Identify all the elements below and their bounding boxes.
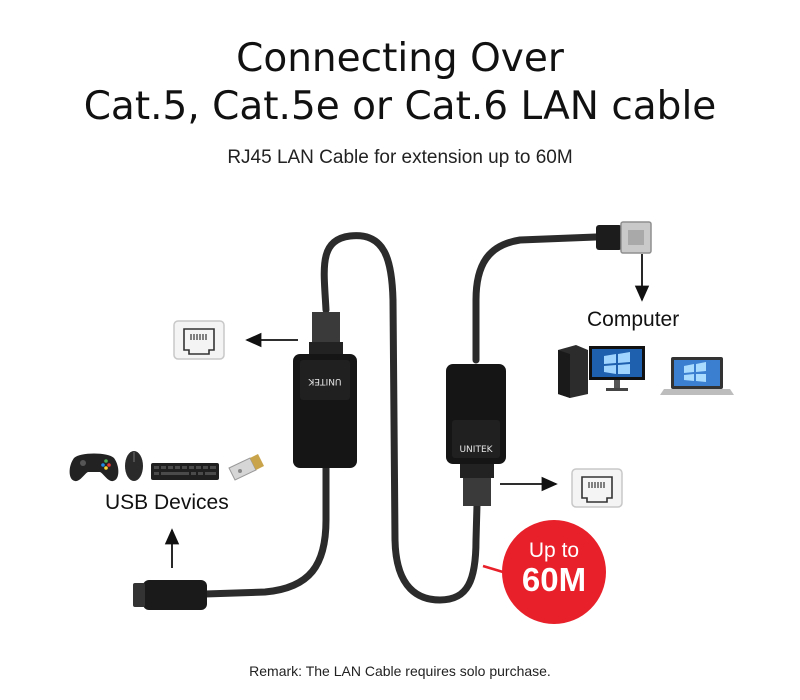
lan-port-icon xyxy=(173,320,225,360)
lan-cable xyxy=(320,232,481,604)
usb-flash-drive-icon xyxy=(228,454,264,481)
keyboard-icon xyxy=(151,463,219,480)
computer-label: Computer xyxy=(587,308,680,331)
badge-line-2: 60M xyxy=(521,561,587,598)
badge-line-1: Up to xyxy=(528,539,580,562)
lan-port-icon xyxy=(571,468,623,508)
gamepad-icon xyxy=(69,453,119,482)
distance-badge xyxy=(482,520,606,624)
title-line-1: Connecting Over xyxy=(236,36,564,81)
rj45-plug-icon xyxy=(309,312,343,354)
mouse-icon xyxy=(125,451,143,481)
title-line-2: Cat.5, Cat.5e or Cat.6 LAN cable xyxy=(83,84,717,129)
extender-adapter-left: UNITEK xyxy=(293,354,357,468)
desktop-pc-icon xyxy=(558,345,645,398)
usb-devices-label: USB Devices xyxy=(105,491,229,514)
brand-label-left: UNITEK xyxy=(307,376,341,386)
usb-cable-computer xyxy=(472,233,600,364)
remark: Remark: The LAN Cable requires solo purc… xyxy=(249,663,551,679)
laptop-icon xyxy=(660,357,734,395)
usb-a-plug-icon xyxy=(596,221,652,254)
subtitle: RJ45 LAN Cable for extension up to 60M xyxy=(227,147,573,168)
usb-cable-devices xyxy=(201,461,330,598)
brand-label-right: UNITEK xyxy=(459,445,493,455)
usb-a-female-icon xyxy=(133,580,207,610)
extender-adapter-right: UNITEK xyxy=(446,364,506,464)
rj45-plug-icon xyxy=(460,464,494,506)
